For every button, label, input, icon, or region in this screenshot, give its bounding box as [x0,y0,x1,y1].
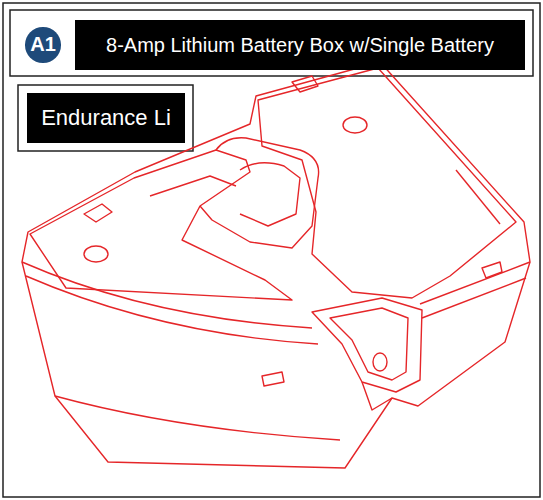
node-text: A1 [30,33,56,56]
model-label: Endurance Li [27,93,185,143]
battery-box [22,62,530,468]
title-text: 8-Amp Lithium Battery Box w/Single Batte… [106,34,494,57]
outer-frame [3,3,540,497]
header-frame [10,10,533,76]
model-frame [18,85,193,151]
title-label: 8-Amp Lithium Battery Box w/Single Batte… [75,20,525,70]
node-text: Endurance Li [41,105,171,131]
callout-badge: A1 [25,27,61,63]
